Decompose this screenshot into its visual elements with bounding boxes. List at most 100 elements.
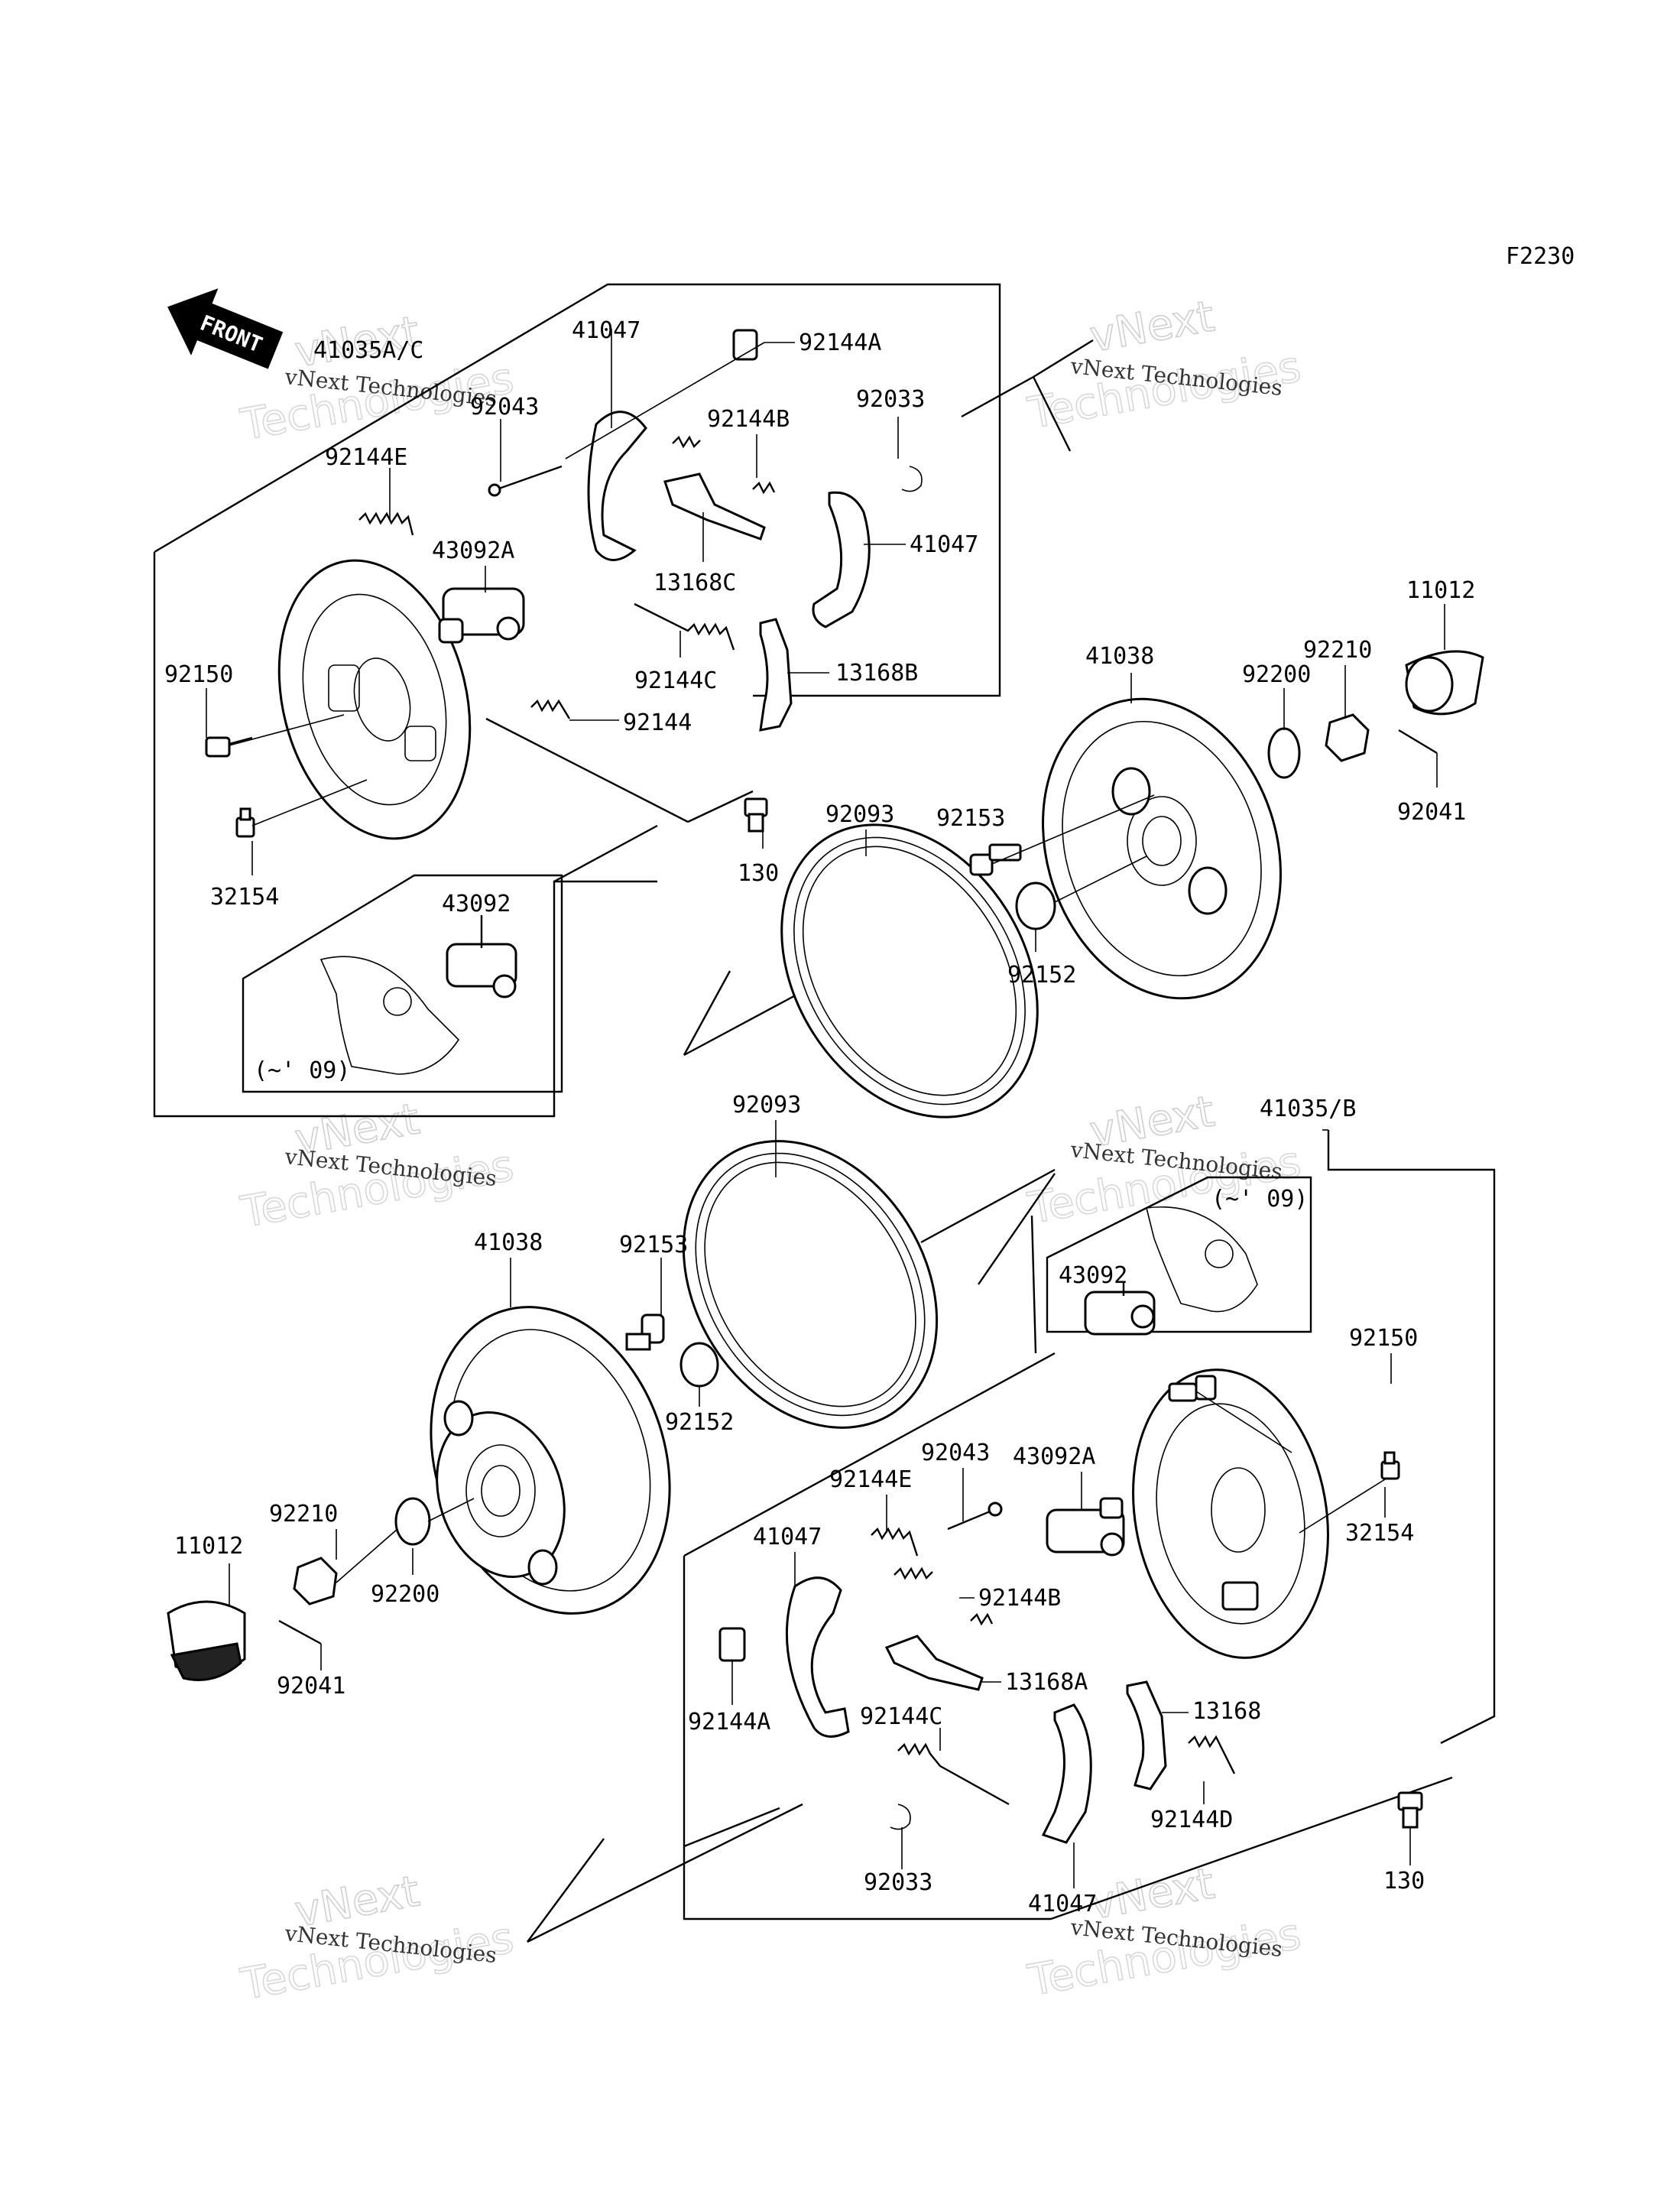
label-41047: 41047 xyxy=(572,317,641,344)
upper-wheel-cylinder xyxy=(438,587,525,644)
label-92043: 92043 xyxy=(470,394,539,420)
lower-stud-icon xyxy=(625,1313,665,1351)
label-92152: 92152 xyxy=(665,1409,734,1436)
label-13168: 13168 xyxy=(1192,1698,1261,1725)
lower-leader-lines xyxy=(229,1120,1411,1888)
upper-bolt-130-icon xyxy=(744,797,768,833)
lower-bearing-icon xyxy=(679,1342,719,1388)
lower-bleeder-icon xyxy=(1380,1451,1400,1480)
lower-backing-plate xyxy=(1132,1368,1329,1659)
label-92144: 92144 xyxy=(623,709,692,736)
label-13168B: 13168B xyxy=(835,660,918,687)
upper-spring-b xyxy=(672,435,776,495)
label-92041: 92041 xyxy=(1397,799,1466,826)
label-43092: 43092 xyxy=(1059,1262,1127,1289)
label-92144B: 92144B xyxy=(978,1585,1061,1612)
lower-spring-d xyxy=(1188,1735,1236,1774)
label-92210: 92210 xyxy=(1303,637,1372,664)
lower-clip-icon xyxy=(718,1627,746,1662)
label-41038: 41038 xyxy=(1085,643,1154,670)
figure-code: F2230 xyxy=(1506,243,1575,270)
label-92093: 92093 xyxy=(825,801,894,828)
lower-brake-drum xyxy=(430,1306,671,1615)
upper-cap-icon xyxy=(1405,650,1484,716)
upper-assembly-frame xyxy=(153,283,1094,1118)
upper-assembly-label: 41035A/C xyxy=(313,337,424,364)
lower-brake-shoe-b xyxy=(1041,1703,1092,1844)
upper-labels: 41035A/C 41047 92144A 92043 92144B 92033… xyxy=(164,317,1475,1084)
label-92144B: 92144B xyxy=(707,406,790,433)
upper-bleeder-icon xyxy=(235,807,255,838)
front-arrow-icon: FRONT xyxy=(167,288,284,369)
label-13168C: 13168C xyxy=(654,570,736,596)
lower-spring-e xyxy=(871,1527,919,1557)
lower-bolt-icon xyxy=(1168,1375,1217,1402)
label-130: 130 xyxy=(738,860,779,887)
label-92144E: 92144E xyxy=(829,1466,912,1493)
label-92144C: 92144C xyxy=(860,1703,942,1730)
label-92144E: 92144E xyxy=(325,444,407,471)
label-version: (~' 09) xyxy=(1211,1186,1308,1213)
upper-spring-e xyxy=(358,511,414,536)
lower-inset-box xyxy=(1046,1176,1312,1336)
upper-brake-shoe-b xyxy=(812,491,871,628)
lower-nut-icon xyxy=(293,1557,338,1605)
label-92150: 92150 xyxy=(1349,1325,1418,1352)
upper-brake-shoe-a xyxy=(587,411,647,561)
label-92033: 92033 xyxy=(856,386,925,413)
lower-cap-icon xyxy=(167,1600,246,1681)
lower-cotter-icon xyxy=(278,1619,322,1645)
lower-labels: 41035/B 92093 (~' 09) 43092 41038 92153 … xyxy=(174,1092,1425,1917)
lower-assembly-label: 41035/B xyxy=(1260,1096,1356,1122)
label-92144C: 92144C xyxy=(634,667,717,694)
label-92200: 92200 xyxy=(1242,661,1311,688)
label-92093: 92093 xyxy=(732,1092,801,1118)
upper-ring-icon xyxy=(901,466,923,492)
label-92150: 92150 xyxy=(164,661,233,688)
watermark-vnext: vNext xyxy=(1086,291,1218,362)
label-92144A: 92144A xyxy=(799,330,881,356)
lower-bolt-130-icon xyxy=(1397,1791,1423,1829)
upper-pin-icon xyxy=(488,465,563,497)
lower-seal-ring xyxy=(682,1140,939,1429)
upper-stud-icon xyxy=(969,843,1022,876)
lower-brake-shoe-a xyxy=(785,1576,850,1738)
upper-nut-icon xyxy=(1325,713,1370,762)
lower-spring-c xyxy=(897,1742,1010,1806)
upper-bolt-icon xyxy=(205,736,253,758)
upper-washer-icon xyxy=(1267,727,1301,779)
lower-lever xyxy=(1126,1680,1167,1791)
label-92033: 92033 xyxy=(864,1869,932,1896)
label-92144D: 92144D xyxy=(1150,1807,1233,1833)
label-92153: 92153 xyxy=(619,1232,688,1258)
label-32154: 32154 xyxy=(1345,1520,1414,1547)
upper-backing-plate xyxy=(277,559,472,840)
upper-clip-icon xyxy=(732,329,758,361)
upper-leader-lines xyxy=(206,329,1445,952)
label-13168A: 13168A xyxy=(1005,1669,1088,1696)
upper-seal-ring xyxy=(780,823,1039,1118)
lower-lever-a xyxy=(884,1635,984,1691)
lower-ring-icon xyxy=(890,1804,911,1830)
label-43092A: 43092A xyxy=(432,537,514,564)
lower-pin-icon xyxy=(947,1502,1003,1531)
upper-spring xyxy=(530,699,571,719)
label-41047: 41047 xyxy=(1028,1891,1097,1917)
label-130: 130 xyxy=(1383,1868,1425,1894)
lower-assembly-frame xyxy=(527,1130,1496,1943)
label-41047: 41047 xyxy=(753,1524,822,1550)
upper-inset-box xyxy=(242,874,563,1093)
label-11012: 11012 xyxy=(1406,577,1475,604)
upper-bearing-icon xyxy=(1015,881,1056,930)
label-92200: 92200 xyxy=(371,1581,439,1608)
label-92210: 92210 xyxy=(269,1501,338,1528)
label-43092: 43092 xyxy=(442,891,511,917)
label-41038: 41038 xyxy=(474,1229,543,1256)
label-32154: 32154 xyxy=(210,884,279,911)
upper-spring-c xyxy=(634,602,735,651)
upper-cotter-icon xyxy=(1398,729,1438,755)
label-92152: 92152 xyxy=(1007,962,1076,989)
label-41047: 41047 xyxy=(910,531,978,558)
label-92144A: 92144A xyxy=(688,1709,770,1735)
